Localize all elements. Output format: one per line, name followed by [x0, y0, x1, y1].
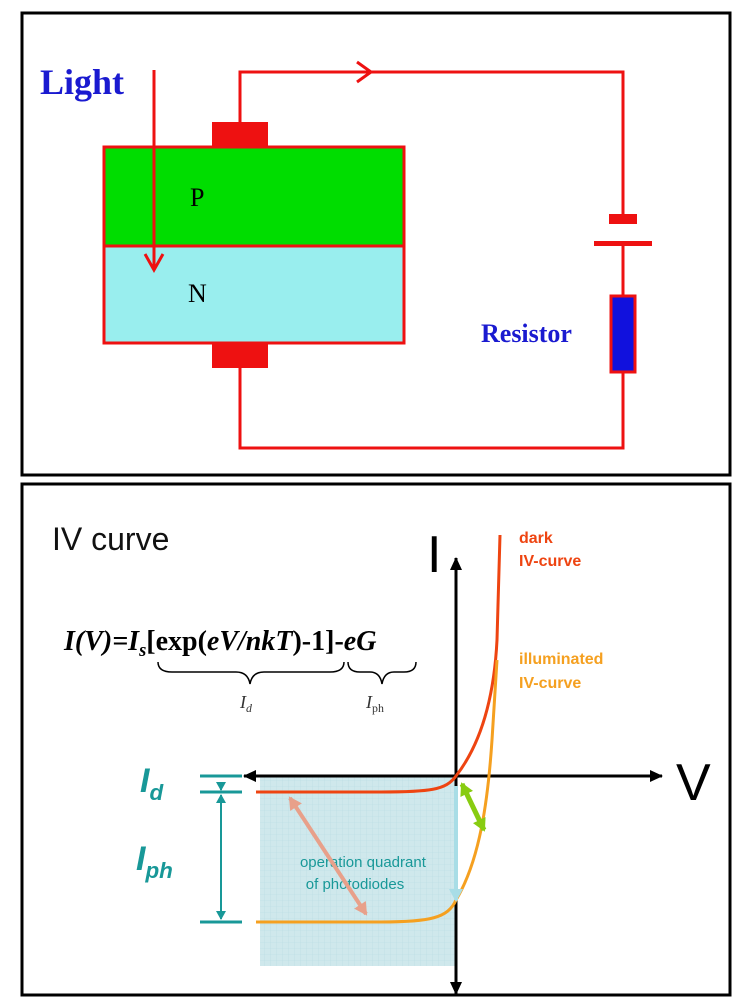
illuminated-curve-label: illuminated IV-curve — [519, 651, 608, 692]
resistor — [609, 294, 637, 374]
v-axis-label: V — [676, 754, 711, 812]
brace-id-label: Id — [239, 692, 252, 715]
resistor-label: Resistor — [481, 319, 572, 348]
current-direction-arrow — [356, 60, 374, 84]
iv-panel-frame — [20, 482, 732, 997]
light-arrow — [143, 70, 165, 274]
green-shift-arrow — [459, 782, 487, 832]
id-underbrace — [157, 661, 345, 685]
battery-long-plate — [594, 241, 652, 246]
circuit-panel-frame — [20, 11, 732, 477]
brace-iph-label: Iph — [365, 692, 384, 715]
dark-curve-label: dark IV-curve — [519, 530, 581, 570]
bottom-electrode — [212, 342, 268, 368]
id-label: Id — [140, 762, 164, 805]
n-label: N — [188, 279, 207, 308]
iph-underbrace — [347, 661, 417, 685]
top-electrode — [212, 122, 268, 148]
iv-curve-title: IV curve — [52, 521, 169, 557]
pink-shift-arrow — [288, 796, 368, 916]
p-label: P — [190, 183, 204, 212]
iv-equation: I(V)=Is[exp(eV/nkT)-1]-eG — [63, 626, 376, 660]
p-region — [102, 145, 406, 248]
iph-label: Iph — [136, 840, 173, 883]
light-label: Light — [40, 62, 124, 102]
circuit-wire — [238, 70, 625, 450]
operation-quadrant-shading — [260, 776, 456, 966]
dark-iv-curve — [256, 534, 502, 794]
battery-short-plate — [609, 214, 637, 224]
i-axis-label: I — [427, 526, 441, 584]
